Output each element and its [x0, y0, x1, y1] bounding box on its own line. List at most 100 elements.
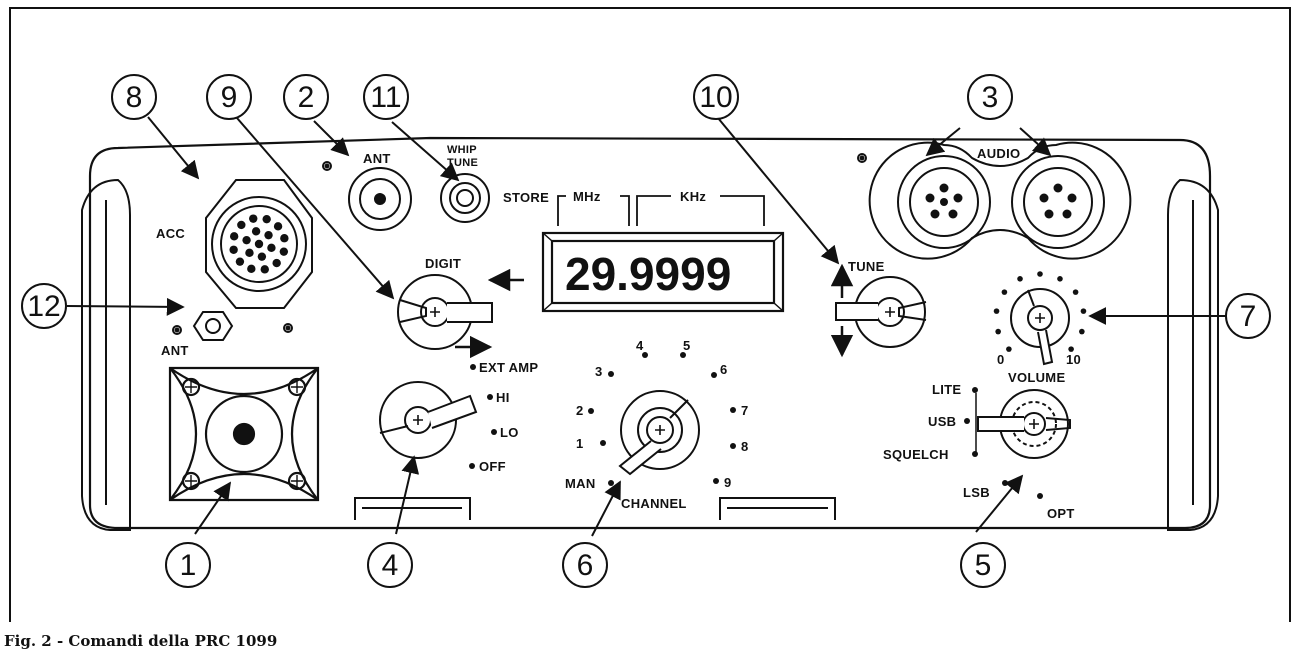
callout-7: 7: [1225, 293, 1271, 339]
acc-pin: [257, 252, 267, 261]
label-whip-tune: TUNE: [447, 157, 478, 169]
label-vol-max: 10: [1066, 352, 1081, 367]
callout-12: 12: [21, 283, 67, 329]
volume-dot: [1037, 271, 1043, 277]
label-mhz: MHz: [573, 189, 601, 204]
label-opt: OPT: [1047, 506, 1075, 521]
label-channel-8: 8: [741, 439, 749, 454]
label-tune: TUNE: [848, 259, 885, 274]
callout-number: 8: [126, 81, 143, 114]
callout-circle: [283, 74, 329, 120]
selector-dots: [469, 352, 1043, 499]
callout-8: 8: [111, 74, 157, 120]
callout-5: 5: [960, 542, 1006, 588]
callout-leaders: [66, 116, 1226, 537]
label-ext-amp: EXT AMP: [479, 360, 538, 375]
volume-knob: [1010, 288, 1070, 366]
tune-knob: [835, 276, 927, 348]
acc-pin: [229, 245, 238, 254]
acc-pin: [264, 230, 273, 240]
callout-circle: [693, 74, 739, 120]
callout-number: 11: [370, 81, 401, 114]
callout-circle: [960, 542, 1006, 588]
acc-pin: [267, 243, 276, 253]
right-handle: [1167, 178, 1219, 531]
whip-tune-connector: [440, 173, 490, 223]
panel-body: [88, 136, 1212, 530]
acc-pin: [279, 247, 289, 256]
label-usb: USB: [928, 414, 956, 429]
label-channel-5: 5: [683, 338, 691, 353]
volume-dot: [993, 308, 1000, 314]
volume-scale-dots: [993, 271, 1087, 352]
label-lite: LITE: [932, 382, 961, 397]
volume-dot: [1068, 346, 1074, 352]
volume-dot: [1017, 275, 1023, 282]
callout-number: 7: [1240, 300, 1257, 333]
acc-pin: [242, 235, 251, 245]
label-lsb: LSB: [963, 485, 990, 500]
callout-number: 6: [577, 549, 594, 582]
callout-9: 9: [206, 74, 252, 120]
panel-feet: [354, 497, 836, 520]
small-ant-connector: [172, 311, 293, 341]
label-store: STORE: [503, 190, 549, 205]
callout-3: 3: [967, 74, 1013, 120]
label-whip: WHIP: [447, 144, 477, 156]
label-channel-6: 6: [720, 362, 728, 377]
label-acc: ACC: [156, 226, 185, 241]
acc-pin: [249, 214, 258, 223]
callout-circle: [967, 74, 1013, 120]
callout-4: 4: [367, 542, 413, 588]
figure-frame: [9, 7, 1291, 622]
acc-pin: [235, 257, 245, 266]
acc-pin: [245, 248, 254, 258]
label-channel: CHANNEL: [621, 496, 687, 511]
volume-dot: [1072, 289, 1079, 295]
callout-circle: [21, 283, 67, 329]
callout-number: 1: [180, 549, 197, 582]
label-channel-9: 9: [724, 475, 732, 490]
volume-dot: [995, 328, 1001, 335]
callout-circle: [165, 542, 211, 588]
callout-circle: [1225, 293, 1271, 339]
audio-connectors: [857, 141, 1132, 260]
acc-connector: [205, 179, 313, 309]
ant-bnc-connector: [322, 161, 412, 231]
label-vol-min: 0: [997, 352, 1005, 367]
callout-circle: [562, 542, 608, 588]
label-channel-7: 7: [741, 403, 749, 418]
callout-2: 2: [283, 74, 329, 120]
callout-circle: [363, 74, 409, 120]
label-audio: AUDIO: [977, 146, 1020, 161]
label-hi: HI: [496, 390, 510, 405]
label-khz: KHz: [680, 189, 706, 204]
panel-labels: ACC ANT WHIP TUNE STORE MHz KHz 29.9999 …: [156, 144, 1081, 521]
callout-number: 2: [298, 81, 315, 114]
callout-1: 1: [165, 542, 211, 588]
callout-circle: [206, 74, 252, 120]
callout-number: 9: [221, 81, 238, 114]
label-off: OFF: [479, 459, 506, 474]
volume-dot: [1006, 346, 1012, 352]
acc-pin: [280, 234, 289, 243]
label-channel-4: 4: [636, 338, 644, 353]
label-channel-2: 2: [576, 403, 584, 418]
label-channel-3: 3: [595, 364, 603, 379]
figure-caption: Fig. 2 - Comandi della PRC 1099: [4, 632, 277, 650]
frequency-brackets: [557, 195, 765, 226]
callout-11: 11: [363, 74, 409, 120]
label-lo: LO: [500, 425, 519, 440]
antenna-connector: [168, 366, 320, 502]
channel-selector-knob: [618, 390, 700, 476]
acc-pin: [262, 214, 271, 224]
label-ant-top: ANT: [363, 151, 391, 166]
acc-pin: [247, 264, 256, 274]
volume-dot: [1080, 308, 1087, 314]
label-volume: VOLUME: [1008, 370, 1065, 385]
label-channel-1: 1: [576, 436, 584, 451]
label-digit: DIGIT: [425, 256, 461, 271]
acc-pin: [237, 220, 246, 230]
